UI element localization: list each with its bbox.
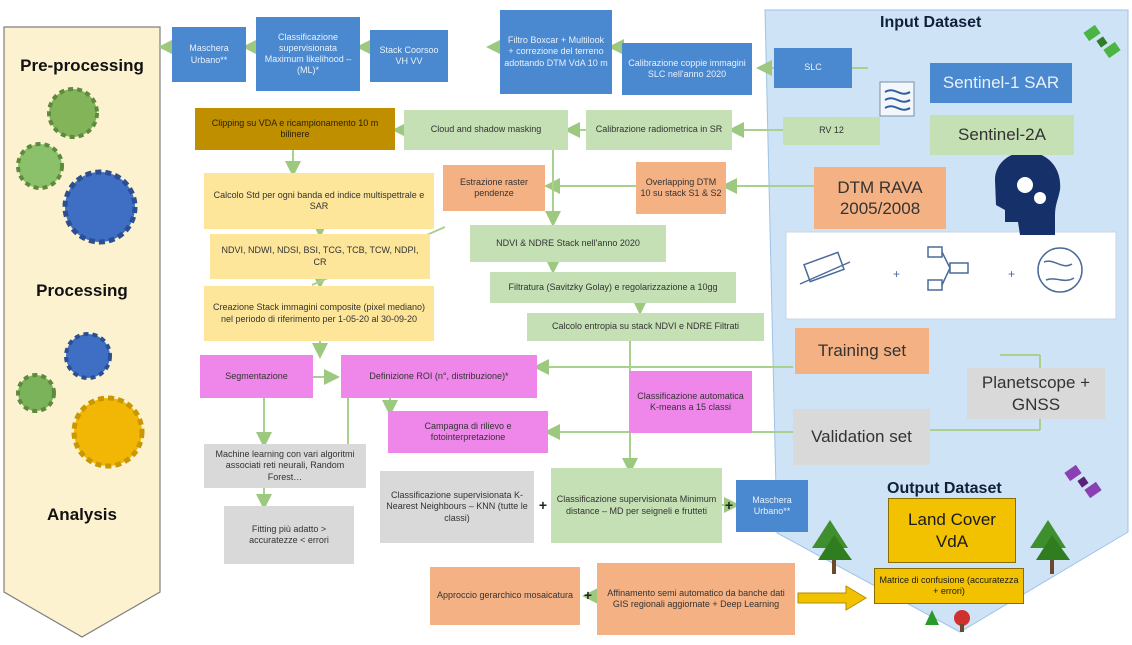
overlapping-dtm-box: Overlapping DTM 10 su stack S1 & S2 [636, 162, 726, 214]
phase-processing: Processing [36, 281, 128, 300]
sentinel2-box: Sentinel-2A [930, 115, 1074, 155]
satellite-icon [1083, 24, 1121, 59]
dtm-rava-box: DTM RAVA 2005/2008 [814, 167, 946, 229]
ai-head-icon [995, 151, 1061, 235]
filtro-boxcar-box: Filtro Boxcar + Multilook + correzione d… [500, 10, 612, 94]
cloud-mask-box: Cloud and shadow masking [404, 110, 568, 150]
approccio-box: Approccio gerarchico mosaicatura [430, 567, 580, 625]
filtratura-box: Filtratura (Savitzky Golay) e regolarizz… [490, 272, 736, 303]
machine-learning-box: Machine learning con vari algoritmi asso… [204, 444, 366, 488]
matrice-confusione-box: Matrice di confusione (accuratezza + err… [874, 568, 1024, 604]
ndvi-stack-box: NDVI & NDRE Stack nell'anno 2020 [470, 225, 666, 262]
plus-operator: + [583, 587, 593, 604]
svg-text:+: + [893, 267, 900, 281]
stack-covv-box: Stack Coorsoo VH VV [370, 30, 448, 82]
svg-text:+: + [1008, 267, 1015, 281]
workflow-illustration [799, 246, 1083, 293]
sentinel1-box: Sentinel-1 SAR [930, 63, 1072, 103]
indici-box: NDVI, NDWI, NDSI, BSI, TCG, TCB, TCW, ND… [210, 234, 430, 279]
output-arrow [797, 585, 867, 611]
calibrazione-coppie-box: Calibrazione coppie immagini SLC nell'an… [622, 43, 752, 95]
land-cover-box: Land Cover VdA [888, 498, 1016, 563]
calcolo-entropia-box: Calcolo entropia su stack NDVI e NDRE Fi… [527, 313, 764, 341]
segmentazione-box: Segmentazione [200, 355, 313, 398]
processing-gears-icon [16, 332, 145, 469]
class-knn-box: Classificazione supervisionata K-Nearest… [380, 471, 534, 543]
classificazione-ml-box: Classificazione supervisionata Maximum l… [256, 17, 360, 91]
trees-icon [812, 520, 1070, 632]
class-automatica-box: Classificazione automatica K-means a 15 … [629, 371, 752, 433]
preprocessing-gears-icon [16, 87, 138, 245]
phase-analysis: Analysis [47, 505, 117, 524]
phase-preprocessing: Pre-processing [20, 56, 144, 75]
validation-set-box: Validation set [793, 409, 930, 465]
class-md-box: Classificazione supervisionata Minimum d… [551, 468, 722, 543]
satellite-output-icon [1064, 464, 1102, 499]
input-dataset-header: Input Dataset [880, 14, 982, 31]
definizione-roi-box: Definizione ROI (n°, distribuzione)* [341, 355, 537, 398]
planetscope-box: Planetscope + GNSS [967, 368, 1105, 419]
calib-radiometrica-box: Calibrazione radiometrica in SR [586, 110, 732, 150]
plus-operator: + [538, 497, 548, 514]
calcolo-std-box: Calcolo Std per ogni banda ed indice mul… [204, 173, 434, 229]
data-fusion-icon [879, 81, 915, 117]
creazione-stack-box: Creazione Stack immagini composite (pixe… [204, 286, 434, 341]
maschera-urbano-bottom-box: Maschera Urbano** [736, 480, 808, 532]
training-set-box: Training set [795, 328, 929, 374]
illustration-band [785, 231, 1117, 320]
estrazione-raster-box: Estrazione raster pendenze [443, 165, 545, 211]
l2a-box: RV 12 [783, 117, 880, 145]
slc-box: SLC [774, 48, 852, 88]
fitting-box: Fitting più adatto > accuratezze < error… [224, 506, 354, 564]
plus-operator: + [724, 497, 734, 514]
clipping-box: Clipping su VDA e ricampionamento 10 m b… [195, 108, 395, 150]
illustration-plus-marks: + + [893, 267, 1015, 281]
affinamento-box: Affinamento semi automatico da banche da… [597, 563, 795, 635]
campagna-rilievo-box: Campagna di rilievo e fotointerpretazion… [388, 411, 548, 453]
output-dataset-header: Output Dataset [887, 480, 1002, 497]
maschera-urbano-top-box: Maschera Urbano** [172, 27, 246, 82]
